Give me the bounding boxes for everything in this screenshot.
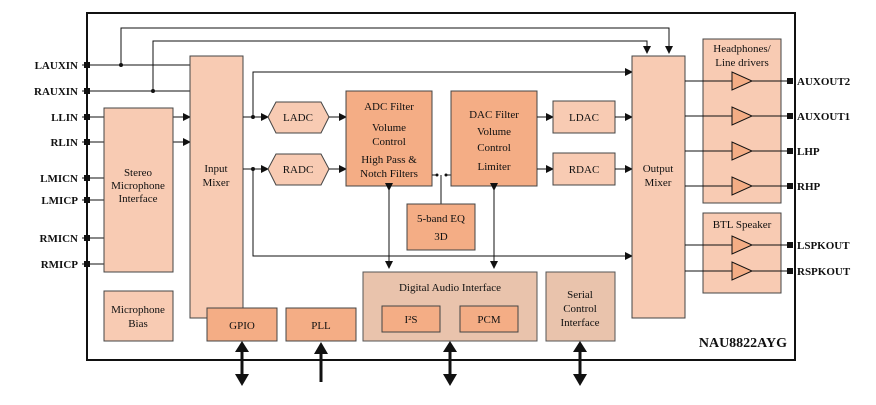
serial-label-3: Interface — [560, 317, 599, 329]
pin-rspkout: RSPKOUT — [797, 266, 851, 278]
mic-bias-label-2: Bias — [128, 318, 148, 330]
rdac-label: RDAC — [569, 164, 600, 176]
microphone-bias — [103, 290, 174, 342]
input-mixer — [189, 55, 244, 319]
serial-control-interface — [545, 271, 616, 342]
input-mixer-label-1: Input — [204, 163, 227, 175]
output-amplifiers — [685, 71, 793, 281]
ldac-block — [552, 100, 616, 134]
adc-filter-label-1: ADC Filter — [364, 101, 414, 113]
rdac-block — [552, 152, 616, 186]
stereo-mic-interface — [103, 107, 174, 273]
btl-speaker-label: BTL Speaker — [713, 219, 772, 231]
pin-lmicp: LMICP — [41, 195, 78, 207]
mic-bias-label-1: Microphone — [111, 304, 165, 316]
ldac-label: LDAC — [569, 112, 599, 124]
pin-lauxin: LAUXIN — [35, 60, 78, 72]
pcm-block — [459, 305, 519, 333]
pll-label: PLL — [311, 320, 331, 332]
pin-lmicn: LMICN — [40, 173, 78, 185]
dac-filter-label-2: Volume — [477, 126, 511, 138]
pin-llin: LLIN — [51, 112, 78, 124]
adc-filter-label-5: Notch Filters — [360, 168, 418, 180]
output-pin-labels: AUXOUT2 AUXOUT1 LHP RHP LSPKOUT RSPKOUT — [797, 76, 851, 278]
input-mixer-label-2: Mixer — [203, 177, 230, 189]
pin-lhp: LHP — [797, 146, 820, 158]
adc-filter-label-4: High Pass & — [361, 154, 417, 166]
radc-label: RADC — [283, 164, 314, 176]
pin-lspkout: LSPKOUT — [797, 240, 850, 252]
eq-label-2: 3D — [434, 231, 448, 243]
pin-rhp: RHP — [797, 181, 821, 193]
eq-3d-block — [406, 203, 476, 251]
dac-filter-label-4: Limiter — [478, 161, 511, 173]
hp-drivers-label-2: Line drivers — [715, 57, 768, 69]
pin-auxout2: AUXOUT2 — [797, 76, 851, 88]
serial-label-1: Serial — [567, 289, 593, 301]
dai-label: Digital Audio Interface — [399, 282, 501, 294]
gpio-label: GPIO — [229, 320, 255, 332]
eq-label-1: 5-band EQ — [417, 213, 465, 225]
stereo-mic-label-3: Interface — [118, 193, 157, 205]
serial-label-2: Control — [563, 303, 597, 315]
btl-speaker — [702, 212, 782, 294]
pin-auxout1: AUXOUT1 — [797, 111, 850, 123]
i2s-block — [381, 305, 441, 333]
dac-filter-label-3: Control — [477, 142, 511, 154]
pin-rauxin: RAUXIN — [34, 86, 78, 98]
adc-filter-label-2: Volume — [372, 122, 406, 134]
external-io-arrows — [235, 341, 587, 386]
eq-switch — [432, 173, 451, 204]
input-pin-stubs — [82, 62, 190, 267]
i2s-label: I²S — [404, 314, 417, 326]
gpio-block — [206, 307, 278, 342]
hp-drivers-label-1: Headphones/ — [713, 43, 771, 55]
dac-filter-label-1: DAC Filter — [469, 109, 519, 121]
chip-part-number: NAU8822AYG — [699, 336, 787, 351]
pcm-label: PCM — [477, 314, 500, 326]
dac-filter — [450, 90, 538, 187]
adc-filter — [345, 90, 433, 187]
output-mixer — [631, 55, 686, 319]
input-pin-labels: LAUXIN RAUXIN LLIN RLIN LMICN LMICP RMIC… — [34, 60, 78, 271]
ladc-label: LADC — [283, 112, 313, 124]
input-mixer-wires — [243, 68, 633, 260]
pin-rmicp: RMICP — [41, 259, 79, 271]
pll-block — [285, 307, 357, 342]
aux-bypass-wires — [119, 27, 673, 93]
adc-filter-label-3: Control — [372, 136, 406, 148]
stereo-mic-label-2: Microphone — [111, 180, 165, 192]
pin-rmicn: RMICN — [40, 233, 79, 245]
pin-rlin: RLIN — [50, 137, 78, 149]
stereo-mic-label-1: Stereo — [124, 167, 153, 179]
output-mixer-label-1: Output — [643, 163, 674, 175]
output-mixer-label-2: Mixer — [645, 177, 672, 189]
